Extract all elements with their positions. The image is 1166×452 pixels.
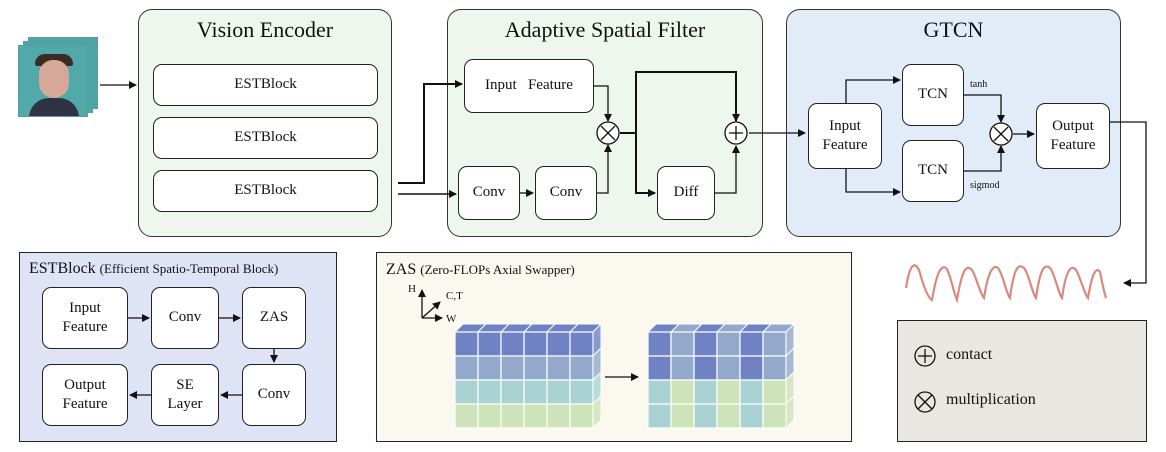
times-icon: [989, 122, 1013, 146]
grid-cell: [500, 355, 525, 381]
axis-h-label: H: [408, 283, 416, 295]
sigmod-label: sigmod: [970, 180, 1000, 191]
est-se-layer: SE Layer: [151, 364, 219, 426]
signal-waveform: [904, 264, 1108, 304]
gtcn-title: GTCN: [923, 17, 984, 42]
grid-cell: [569, 403, 594, 429]
axis-ct-label: C,T: [446, 290, 463, 302]
zas-input-grid: [453, 322, 603, 430]
grid-cell: [523, 379, 548, 405]
times-icon: [914, 391, 936, 413]
grid-cell: [454, 331, 479, 357]
asf-conv-2: Conv: [535, 166, 597, 220]
grid-cell: [477, 331, 502, 357]
grid-cell: [477, 355, 502, 381]
estblock-title: ESTBlock (Efficient Spatio-Temporal Bloc…: [29, 260, 278, 278]
asf-diff: Diff: [657, 166, 715, 220]
asf-title: Adaptive Spatial Filter: [504, 17, 706, 42]
grid-cell: [716, 355, 741, 381]
grid-cell: [693, 379, 718, 405]
grid-cell: [716, 379, 741, 405]
grid-cell: [546, 355, 571, 381]
grid-cell: [670, 331, 695, 357]
legend-panel: [897, 320, 1147, 442]
grid-cell: [500, 331, 525, 357]
zas-title-sub: (Zero-FLOPs Axial Swapper): [420, 262, 575, 277]
grid-cell: [477, 379, 502, 405]
asf-conv-1: Conv: [458, 166, 520, 220]
asf-input-feature: Input Feature: [464, 59, 594, 113]
vision-encoder-title: Vision Encoder: [196, 17, 334, 42]
grid-cell: [693, 403, 718, 429]
plus-icon: [914, 345, 936, 367]
grid-cell: [569, 355, 594, 381]
grid-cell: [716, 403, 741, 429]
grid-cell: [647, 403, 672, 429]
grid-cell: [693, 355, 718, 381]
legend-contact: contact: [946, 346, 993, 363]
grid-cell: [523, 355, 548, 381]
gtcn-input-feature: Input Feature: [808, 103, 882, 169]
grid-cell: [500, 379, 525, 405]
grid-cell: [739, 379, 764, 405]
gtcn-tcn-top: TCN: [902, 64, 964, 126]
grid-cell: [546, 403, 571, 429]
grid-cell: [693, 331, 718, 357]
estblock-2: ESTBlock: [153, 117, 378, 159]
grid-cell: [546, 331, 571, 357]
grid-cell: [647, 379, 672, 405]
est-input-feature: Input Feature: [42, 287, 128, 349]
grid-cell: [762, 355, 787, 381]
grid-cell: [500, 403, 525, 429]
grid-cell: [762, 379, 787, 405]
estblock-3: ESTBlock: [153, 170, 378, 212]
grid-cell: [647, 331, 672, 357]
axis-w-label: W: [446, 313, 457, 325]
gtcn-tcn-bottom: TCN: [902, 140, 964, 202]
times-icon: [596, 121, 620, 145]
est-conv-2: Conv: [242, 364, 306, 426]
grid-cell: [523, 403, 548, 429]
zas-output-grid: [646, 322, 796, 430]
grid-cell: [716, 331, 741, 357]
grid-cell: [739, 403, 764, 429]
grid-cell: [670, 403, 695, 429]
gtcn-output-feature: Output Feature: [1036, 103, 1110, 169]
grid-cell: [762, 403, 787, 429]
zas-title-main: ZAS: [386, 261, 417, 278]
grid-cell: [477, 403, 502, 429]
grid-cell: [739, 355, 764, 381]
est-output-feature: Output Feature: [42, 364, 128, 426]
estblock-title-main: ESTBlock: [29, 260, 96, 277]
grid-cell: [569, 331, 594, 357]
estblock-1: ESTBlock: [153, 64, 378, 106]
face-image: [18, 37, 98, 117]
grid-cell: [670, 379, 695, 405]
est-zas: ZAS: [242, 287, 306, 349]
zas-title: ZAS (Zero-FLOPs Axial Swapper): [386, 261, 575, 279]
tanh-label: tanh: [970, 79, 988, 90]
grid-cell: [647, 355, 672, 381]
grid-cell: [454, 355, 479, 381]
est-conv-1: Conv: [151, 287, 219, 349]
grid-cell: [569, 379, 594, 405]
grid-cell: [454, 379, 479, 405]
legend-multiplication: multiplication: [946, 391, 1036, 408]
grid-side-cell: [785, 394, 795, 430]
grid-cell: [523, 331, 548, 357]
estblock-title-sub: (Efficient Spatio-Temporal Block): [99, 261, 279, 276]
grid-cell: [670, 355, 695, 381]
grid-side-cell: [592, 394, 602, 430]
grid-cell: [546, 379, 571, 405]
plus-icon: [724, 121, 748, 145]
grid-cell: [739, 331, 764, 357]
grid-cell: [762, 331, 787, 357]
grid-cell: [454, 403, 479, 429]
